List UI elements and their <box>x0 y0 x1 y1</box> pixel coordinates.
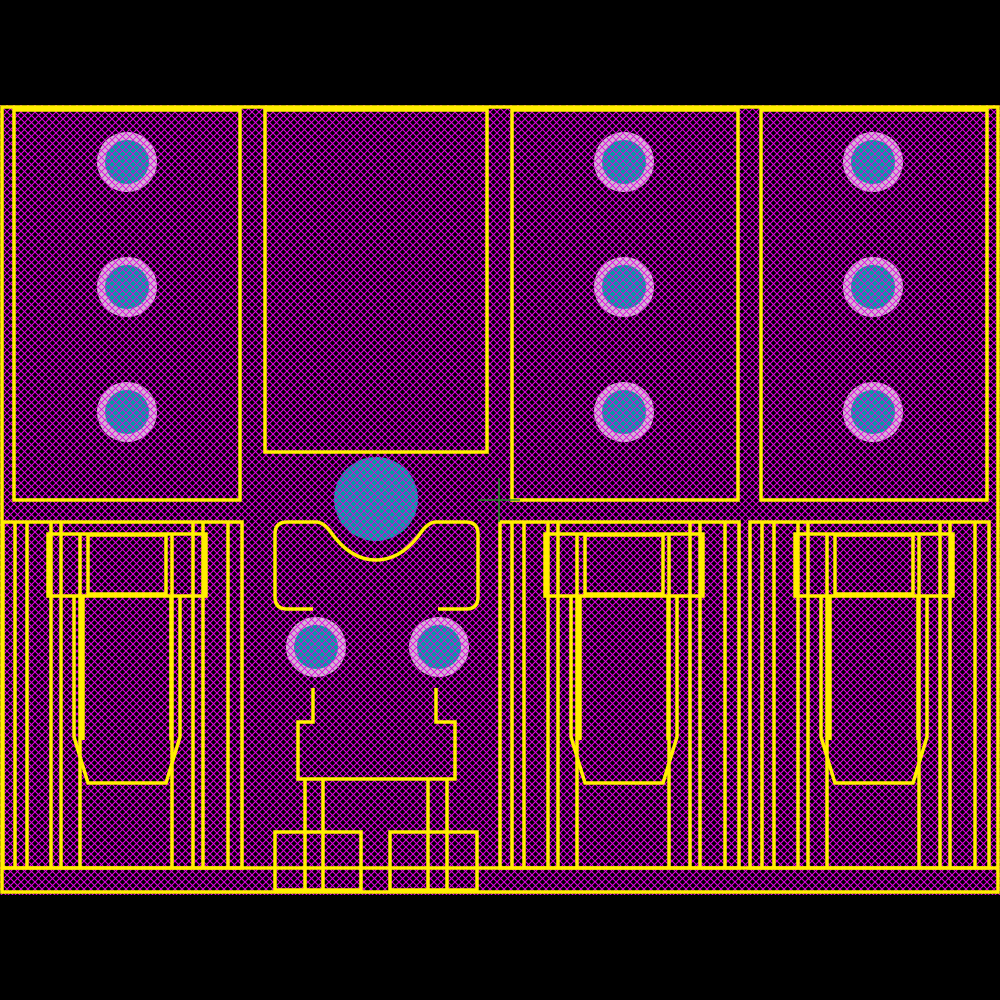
top-components <box>12 108 989 502</box>
connector-footprint[interactable] <box>498 520 741 870</box>
pad[interactable] <box>97 132 157 192</box>
connector-footprint[interactable] <box>748 520 991 870</box>
center-component[interactable] <box>273 520 480 892</box>
pad[interactable] <box>594 257 654 317</box>
component-outline[interactable] <box>12 108 242 502</box>
pad[interactable] <box>594 382 654 442</box>
pad[interactable] <box>97 382 157 442</box>
pad[interactable] <box>594 132 654 192</box>
board-outline <box>0 105 1000 894</box>
pad[interactable] <box>843 382 903 442</box>
component-outline[interactable] <box>510 108 740 502</box>
component-outline[interactable] <box>759 108 989 502</box>
crosshair-cursor-icon <box>478 478 520 522</box>
pad[interactable] <box>843 132 903 192</box>
pads <box>97 132 903 677</box>
pad[interactable] <box>409 617 469 677</box>
pad[interactable] <box>843 257 903 317</box>
pad[interactable] <box>97 257 157 317</box>
component-outline[interactable] <box>263 108 489 454</box>
mounting-hole[interactable] <box>334 457 418 541</box>
pad[interactable] <box>286 617 346 677</box>
connector-footprint[interactable] <box>1 520 244 870</box>
